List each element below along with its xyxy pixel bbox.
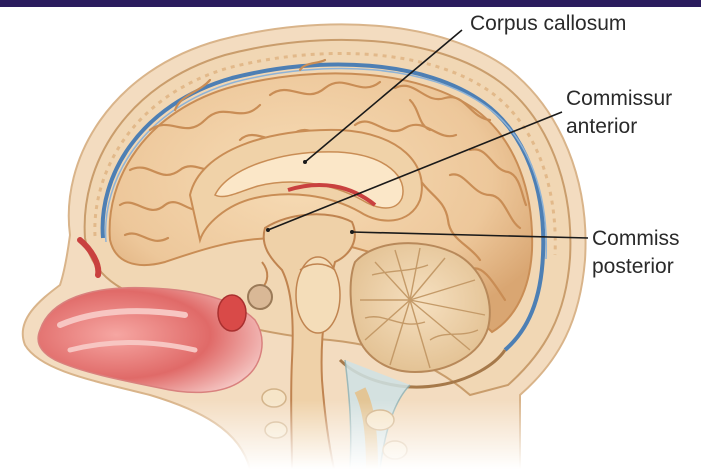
label-commissura-anterior-line1: Commissur [566,87,672,111]
label-commissura-posterior-line1: Commiss [592,227,680,251]
label-commissura-posterior-line2: posterior [592,255,674,279]
label-corpus-callosum: Corpus callosum [470,12,626,36]
label-commissura-anterior-line2: anterior [566,115,637,139]
